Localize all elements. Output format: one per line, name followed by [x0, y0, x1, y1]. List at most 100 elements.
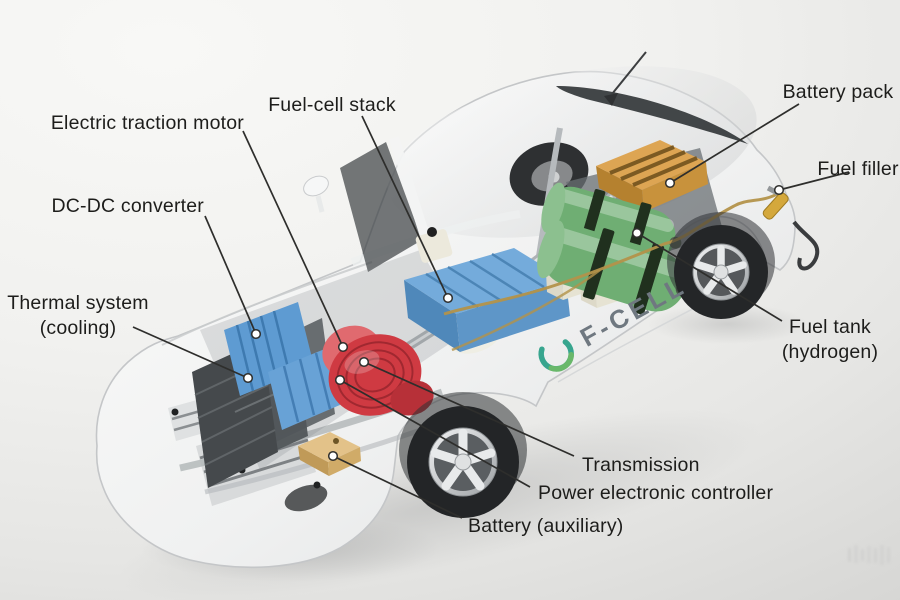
- rocker-crease: [557, 301, 707, 383]
- tank-end-cap: [537, 220, 565, 279]
- motor-rib: [354, 357, 396, 393]
- callout-dot-electric-traction-motor: [337, 341, 349, 353]
- hub: [454, 453, 472, 471]
- label-fuel-cell-stack: Fuel-cell stack: [268, 94, 396, 116]
- label-thermal-system-line2: (cooling): [40, 317, 117, 339]
- watermark-bar: [880, 545, 884, 565]
- label-thermal-system-line1: Thermal system: [7, 292, 149, 314]
- aux-battery-front: [298, 446, 329, 476]
- battery-front-face: [596, 166, 644, 212]
- leader-battery-pack: [669, 103, 800, 184]
- aux-battery-top: [298, 432, 360, 462]
- leader-electric-traction-motor: [242, 130, 344, 348]
- leader-fuel-cell-stack: [361, 115, 449, 299]
- stack-rib: [491, 252, 545, 289]
- callout-dot-battery-auxiliary: [327, 450, 339, 462]
- stack-rib: [469, 259, 523, 296]
- fuel-line-branch: [451, 268, 601, 352]
- vent-slat: [207, 452, 313, 488]
- callout-dot-battery-pack: [664, 177, 676, 189]
- labels: Electric traction motor Fuel-cell stack …: [7, 81, 899, 537]
- watermark-bar: [861, 549, 864, 561]
- callout-dot-transmission: [358, 356, 370, 368]
- label-fuel-tank-line1: Fuel tank: [789, 316, 871, 338]
- leader-fuel-tank: [636, 232, 783, 322]
- windshield: [340, 142, 422, 272]
- pec-fin: [282, 365, 300, 423]
- leader-thermal-system: [132, 326, 249, 379]
- nozzle-hose: [792, 220, 820, 271]
- label-power-electronic-controller: Power electronic controller: [538, 482, 773, 504]
- label-transmission: Transmission: [582, 454, 700, 476]
- watermark-bar: [874, 548, 877, 563]
- watermark-bar: [854, 545, 858, 563]
- nozzle-handle: [762, 192, 789, 220]
- watermark-bar: [867, 546, 871, 563]
- stack-rib: [447, 265, 501, 302]
- stack-rib: [425, 272, 479, 309]
- battery-strip: [609, 145, 675, 175]
- dc-dc-fin: [246, 320, 266, 387]
- stack-right-face: [456, 280, 570, 352]
- nozzle-grip: [762, 192, 789, 220]
- stack-left-face: [404, 280, 460, 352]
- label-battery-pack: Battery pack: [783, 81, 894, 103]
- a-pillar: [389, 136, 435, 254]
- label-dc-dc-converter: DC-DC converter: [51, 195, 204, 217]
- label-electric-traction-motor: Electric traction motor: [51, 112, 244, 134]
- fuel-line-main: [443, 191, 780, 316]
- callout-dot-fuel-filler: [773, 184, 785, 196]
- battery-strip: [620, 150, 686, 181]
- pec-fin: [298, 358, 316, 416]
- antenna-fin: [604, 93, 618, 106]
- hood-cut-line: [161, 261, 373, 346]
- leader-dc-dc-converter: [204, 215, 257, 335]
- tank-body: [544, 186, 676, 262]
- label-battery-auxiliary: Battery (auxiliary): [468, 515, 624, 537]
- label-fuel-filler: Fuel filler: [817, 158, 899, 180]
- tank-end-cap: [541, 182, 566, 233]
- reservoir-small: [415, 229, 453, 263]
- label-fuel-tank-line2: (hydrogen): [782, 341, 878, 363]
- battery-strip: [632, 156, 698, 187]
- radiator-fin: [201, 406, 273, 443]
- leader-lines: [132, 103, 850, 519]
- callout-dot-fuel-tank: [631, 227, 643, 239]
- mirror-stalk: [315, 195, 325, 213]
- leader-transmission: [363, 361, 575, 457]
- radiator-fin: [204, 429, 276, 466]
- mirror-head: [303, 175, 329, 197]
- bumper-sensor: [171, 408, 179, 416]
- side-mirror: [303, 175, 329, 213]
- badge-swirl-icon: [548, 351, 574, 372]
- callout-dot-dc-dc-converter: [250, 328, 262, 340]
- watermark-bar: [887, 547, 890, 563]
- callout-dot-fuel-cell-stack: [442, 292, 454, 304]
- tank-strap: [632, 243, 665, 315]
- radiator-fin: [197, 384, 269, 419]
- hub: [713, 264, 729, 280]
- callout-dot-thermal-system: [242, 372, 254, 384]
- battery-side-face: [642, 162, 708, 212]
- leader-power-electronic-controller: [339, 379, 531, 488]
- rear-window: [556, 86, 748, 144]
- bumper-sensor: [313, 481, 321, 489]
- roof-antenna: [604, 51, 647, 106]
- tank-strap: [582, 228, 615, 300]
- aux-battery-terminal: [333, 438, 339, 444]
- leader-battery-auxiliary: [332, 455, 463, 519]
- watermark-smudge: [848, 545, 890, 565]
- leader-fuel-filler: [778, 171, 850, 191]
- watermark-bar: [848, 548, 851, 562]
- pec-fin: [314, 352, 332, 410]
- fuel-line: [443, 191, 780, 352]
- reservoir-cap: [427, 227, 437, 237]
- antenna-wire: [611, 51, 647, 95]
- glazing: [340, 86, 748, 272]
- battery-pack: [596, 140, 708, 212]
- callout-dot-power-electronic-controller: [334, 374, 346, 386]
- rear-right-wheel: [667, 212, 775, 319]
- fog-light-opening: [284, 484, 328, 512]
